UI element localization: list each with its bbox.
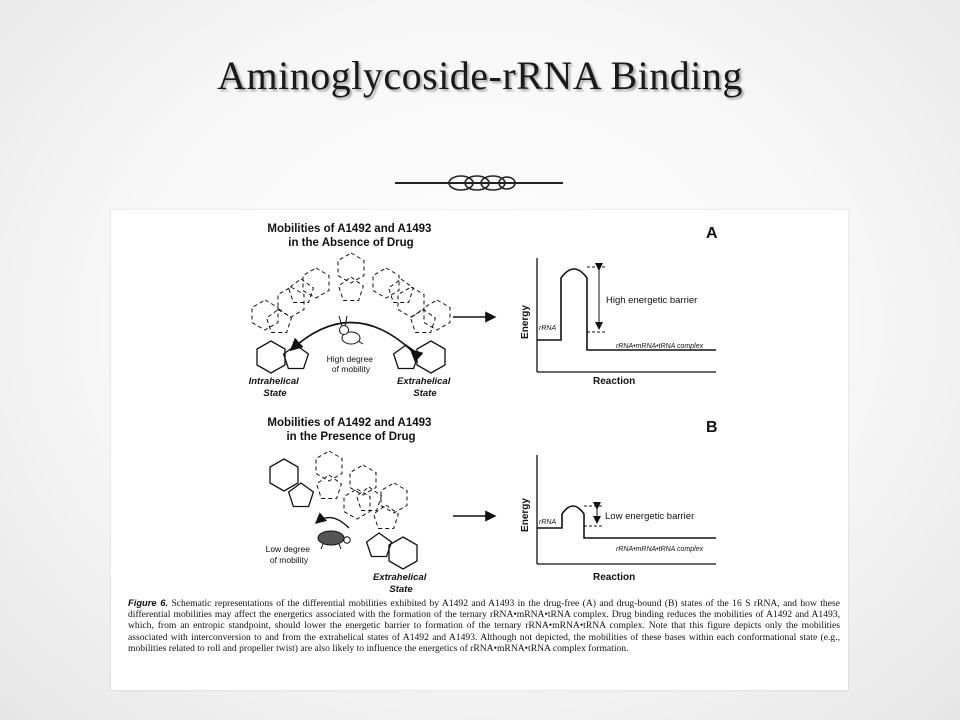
panel-a-end-label: rRNA•mRNA•tRNA complex [616,343,704,350]
figure-panel: Mobilities of A1492 and A1493 in the Abs… [111,210,848,690]
panel-a-extrahelical-label: Extrahelical State [397,376,453,399]
panel-a-mobility-arrow [289,321,424,363]
figure-caption-label: Figure 6. [128,597,169,608]
panel-b-energy-graph [536,455,716,565]
panel-b-extrahelical-base [365,532,418,570]
panel-a-x-axis-label: Reaction [593,376,635,387]
panel-b-mobility-label: Low degree of mobility [266,544,313,565]
panel-b-letter: B [706,419,718,436]
panel-b-extra-line1: Extrahelical [373,572,427,583]
panel-b-end-label: rRNA•mRNA•tRNA complex [616,546,704,553]
panel-b-extrahelical-label: Extrahelical State [373,572,429,595]
figure-caption-text: Schematic representations of the differe… [128,598,840,654]
panel-a-energy-graph [536,258,716,373]
panel-b-heading-line1: Mobilities of A1492 and A1493 [267,417,431,429]
panel-a-heading-line2: in the Absence of Drug [288,237,413,249]
turtle-icon [317,530,351,550]
panel-a-barrier-label: High energetic barrier [606,295,697,306]
panel-a-extra-line2: State [413,388,437,399]
panel-b-mobility-arrow [314,512,350,529]
panel-b-x-axis-label: Reaction [593,572,635,583]
panel-b-start-label: rRNA [539,519,556,526]
panel-b-barrier-label: Low energetic barrier [605,511,694,522]
panel-a-start-label: rRNA [539,325,556,332]
panel-a-extrahelical-base [392,340,446,374]
panel-a-mobility-label: High degree of mobility [327,354,376,374]
slide-title: Aminoglycoside-rRNA Binding [217,53,743,98]
panel-b-y-axis-label: Energy [520,498,531,532]
panel-b-bound-base [269,458,315,508]
panel-b-mobility-line2: of mobility [270,555,309,565]
panel-b-heading-line2: in the Presence of Drug [286,431,415,443]
panel-a-heading-line1: Mobilities of A1492 and A1493 [267,223,431,235]
rabbit-icon [338,315,364,345]
figure-caption: Figure 6. Schematic representations of t… [128,597,840,654]
panel-a-mobility-line2: of mobility [332,364,371,374]
panel-b-heading: Mobilities of A1492 and A1493 in the Pre… [267,417,434,443]
figure-diagram: Mobilities of A1492 and A1493 in the Abs… [249,223,718,595]
panel-a-intrahelical-base [256,340,310,374]
panel-a-extra-line1: Extrahelical [397,376,451,387]
panel-a-intra-line1: Intrahelical [249,376,300,387]
ornament-divider [395,175,563,191]
panel-b-mobility-line1: Low degree [266,544,311,554]
panel-a-letter: A [706,225,718,242]
panel-b-extra-line2: State [389,584,413,595]
panel-a-y-axis-label: Energy [520,305,531,339]
panel-a-intra-line2: State [263,388,287,399]
panel-a-mobility-line1: High degree [327,354,374,364]
panel-a-dashed-bases [251,252,451,333]
panel-a-heading: Mobilities of A1492 and A1493 in the Abs… [267,223,434,249]
panel-a-intrahelical-label: Intrahelical State [249,376,302,399]
